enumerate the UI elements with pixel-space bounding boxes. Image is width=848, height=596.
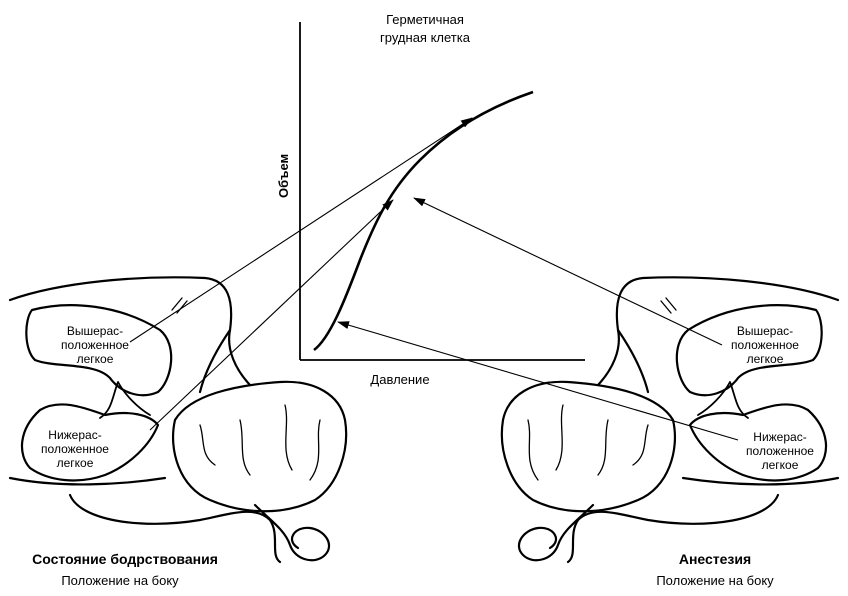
left-arm xyxy=(253,503,331,562)
graph-title-line2: грудная клетка xyxy=(380,30,470,45)
right-head xyxy=(500,380,677,513)
right-upper-lung-label-line2: положенное xyxy=(731,338,799,352)
left-lower-lung xyxy=(20,403,160,482)
left-upper-lung xyxy=(25,304,173,397)
arrow-anesthesia-lower-lung xyxy=(337,321,739,441)
arrows xyxy=(129,117,739,441)
arrow-awake-lower-lung xyxy=(149,199,394,431)
right-lower-lung-label-line3: легкое xyxy=(761,458,799,472)
left-bronchi xyxy=(99,381,151,419)
graph-title-line1: Герметичная xyxy=(386,12,464,27)
arrow-awake-upper-lung xyxy=(129,117,473,343)
left-patient-figure xyxy=(8,276,348,564)
right-state-caption: Анестезия xyxy=(678,551,752,567)
right-arm xyxy=(517,503,595,562)
right-upper-lung-label-line3: легкое xyxy=(746,352,784,366)
arrow-anesthesia-upper-lung xyxy=(413,197,723,346)
left-head xyxy=(171,380,348,513)
right-upper-lung xyxy=(675,304,823,397)
y-axis-label: Объем xyxy=(276,153,291,198)
right-lower-body-outline xyxy=(616,328,840,486)
left-upper-lung-label-line1: Вышерас- xyxy=(66,324,124,338)
right-upper-lung-label-line1: Вышерас- xyxy=(736,324,794,338)
left-upper-lung-label-line2: положенное xyxy=(61,338,129,352)
right-patient-figure xyxy=(500,276,840,564)
left-upper-lung-label-line3: легкое xyxy=(76,352,114,366)
left-upper-body-outline xyxy=(8,276,252,387)
right-lower-lung-label-line1: Нижерас- xyxy=(753,430,807,444)
left-state-caption: Состояние бодрствования xyxy=(32,551,218,567)
right-bronchi xyxy=(697,381,749,419)
right-upper-body-outline xyxy=(596,276,840,387)
pressure-volume-curve xyxy=(313,90,534,352)
pv-graph xyxy=(299,22,585,361)
right-position-caption: Положение на боку xyxy=(656,573,774,588)
left-lower-lung-label-line1: Нижерас- xyxy=(48,428,102,442)
left-position-caption: Положение на боку xyxy=(61,573,179,588)
left-lower-body-outline xyxy=(8,328,232,486)
right-lower-lung-label-line2: положенное xyxy=(746,444,814,458)
x-axis-label: Давление xyxy=(370,372,430,387)
left-lower-lung-label-line3: легкое xyxy=(56,456,94,470)
left-lower-lung-label-line2: положенное xyxy=(41,442,109,456)
right-lower-lung xyxy=(688,403,828,482)
